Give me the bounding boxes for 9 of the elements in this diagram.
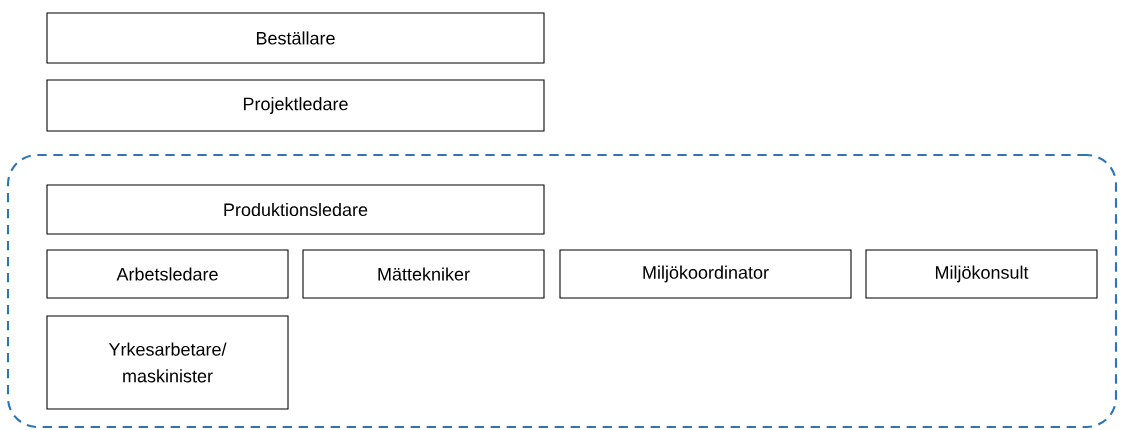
role-box: Produktionsledare xyxy=(46,184,545,235)
role-box: Projektledare xyxy=(46,79,545,132)
role-box: Miljökoordinator xyxy=(559,249,852,299)
group-frame xyxy=(6,153,1118,429)
role-box: Mättekniker xyxy=(302,249,545,299)
role-box: Yrkesarbetare/ maskinister xyxy=(46,315,289,410)
role-box: Miljökonsult xyxy=(865,249,1098,299)
role-box: Beställare xyxy=(46,12,545,64)
role-box: Arbetsledare xyxy=(46,249,289,299)
